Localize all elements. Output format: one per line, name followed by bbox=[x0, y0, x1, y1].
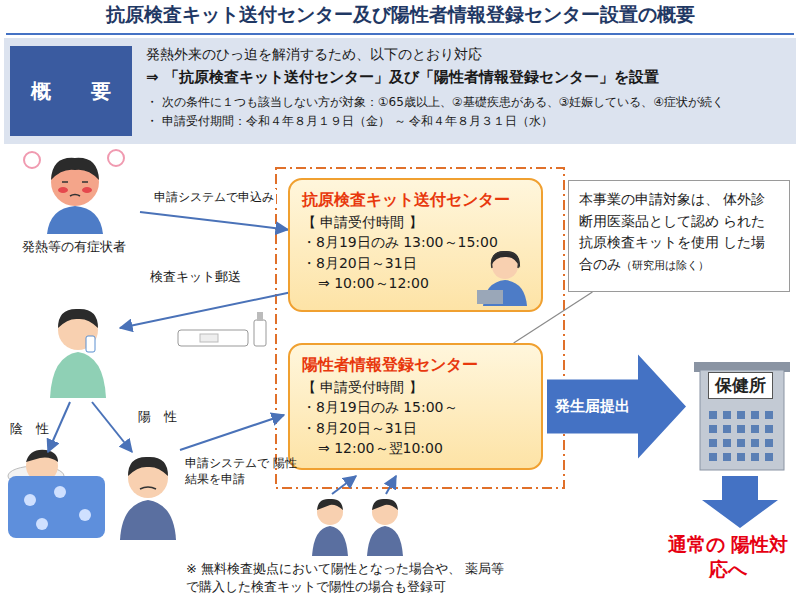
positive-person bbox=[120, 457, 176, 540]
node-text: 【 申請受付時間 】 bbox=[302, 212, 529, 232]
node-title: 保健所 bbox=[708, 372, 773, 399]
node-title: 陽性者情報登録センター bbox=[302, 353, 529, 377]
result-label: 陰 性 bbox=[10, 420, 49, 438]
result-text: 通常の 陽性対応へ bbox=[660, 532, 796, 581]
node-text: ・8月19日のみ 13:00～15:00 bbox=[302, 232, 529, 252]
person-figure: 発熱等の有症状者 bbox=[8, 150, 140, 258]
node-title: 発熱等の有症状者 bbox=[22, 238, 126, 256]
kit-center-box: 抗原検査キット送付センター【 申請受付時間 】・8月19日のみ 13:00～15… bbox=[288, 178, 543, 312]
title-rule bbox=[6, 33, 794, 35]
node-text: （研究用は除く） bbox=[621, 259, 709, 272]
flow-note: 検査キット郵送 bbox=[150, 268, 241, 286]
overview-panel: 発熱外来のひっ迫を解消するため、以下のとおり対応⇒ 「抗原検査キット送付センター… bbox=[4, 38, 796, 144]
edge-label: 申請システムで申込み bbox=[152, 189, 276, 206]
operator-figure bbox=[475, 246, 535, 306]
node-text: ・8月19日のみ 15:00～ bbox=[302, 397, 529, 417]
footnote: ※ 無料検査拠点において陽性となった場合や、 薬局等で購入した検査キットで陽性の… bbox=[186, 560, 516, 595]
block-arrow bbox=[547, 355, 686, 459]
node-text: ⇒ 「抗原検査キット送付センター」及び「陽性者情報登録センター」を設置 bbox=[146, 65, 788, 89]
node-title: 抗原検査キット送付センター bbox=[302, 188, 529, 212]
health-center-building bbox=[694, 362, 790, 470]
down-arrow bbox=[702, 476, 778, 528]
diagram-title: 抗原検査キット送付センター及び陽性者情報登録センター設置の概要 bbox=[0, 2, 800, 28]
edge-label: 発生届提出 bbox=[555, 397, 630, 416]
sleeping-person bbox=[8, 450, 105, 538]
node-text: ・8月20日～31日 bbox=[302, 418, 529, 438]
node-text: ⇒ 12:00～翌10:00 bbox=[302, 438, 529, 458]
flow-note: 申請システムで 陽性結果を申請 bbox=[185, 455, 303, 487]
other-positive-persons bbox=[312, 499, 403, 556]
node-title: 発熱外来のひっ迫を解消するため、以下のとおり対応 bbox=[146, 44, 788, 65]
node-text: 【 申請受付時間 】 bbox=[302, 377, 529, 397]
node-text: ・8月20日～31日 bbox=[302, 253, 529, 273]
test-kit bbox=[178, 312, 266, 346]
node-text: ・ 申請受付期間：令和４年８月１９日（金） ～ 令和４年８月３１日（水） bbox=[146, 112, 788, 131]
callout-box: 本事業の申請対象は、 体外診断用医薬品として認め られた抗原検査キットを使用 し… bbox=[568, 180, 790, 292]
flow-arrow bbox=[140, 212, 288, 230]
node-title: 概 要 bbox=[31, 78, 111, 105]
registration-center-box: 陽性者情報登録センター【 申請受付時間 】・8月19日のみ 15:00～・8月2… bbox=[288, 343, 543, 470]
fever-person bbox=[24, 150, 124, 234]
result-label: 陽 性 bbox=[138, 408, 177, 426]
dashed-frame bbox=[276, 168, 564, 488]
overview-tag: 概 要 bbox=[10, 46, 132, 136]
node-text: ・ 次の条件に１つも該当しない方が対象：①65歳以上、②基礎疾患がある、③妊娠し… bbox=[146, 93, 788, 112]
drinking-person bbox=[50, 309, 106, 398]
health-center: 保健所 bbox=[688, 352, 792, 470]
node-text: ⇒ 10:00～12:00 bbox=[302, 273, 529, 293]
